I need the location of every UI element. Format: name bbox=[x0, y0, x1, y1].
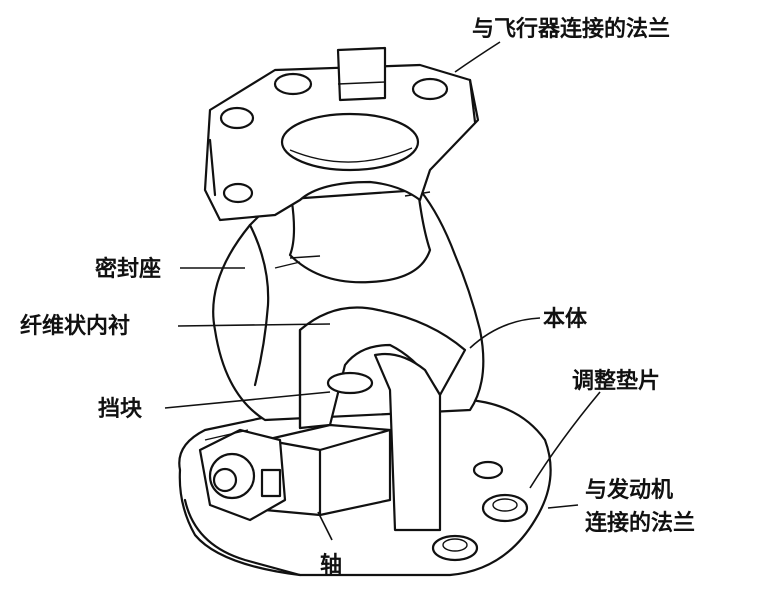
label-seal-seat: 密封座 bbox=[95, 256, 161, 282]
leader-engine-flange bbox=[547, 504, 579, 509]
bolt-hole bbox=[411, 77, 449, 101]
label-aircraft-flange: 与飞行器连接的法兰 bbox=[472, 16, 670, 42]
label-shim: 调整垫片 bbox=[572, 368, 660, 394]
bolt-hole bbox=[472, 460, 504, 480]
top-bore bbox=[280, 112, 420, 172]
label-shaft: 轴 bbox=[320, 552, 342, 578]
leader-stop-block bbox=[164, 391, 331, 409]
key-block bbox=[336, 46, 387, 102]
label-engine-flange-line2: 连接的法兰 bbox=[585, 510, 695, 536]
leader-aircraft-flange bbox=[454, 41, 501, 73]
bolt-hole bbox=[222, 182, 254, 204]
leader-body bbox=[469, 317, 541, 349]
shaft-assembly bbox=[198, 423, 392, 522]
leader-lines bbox=[164, 41, 601, 541]
aircraft-flange bbox=[203, 46, 480, 222]
seal-seat bbox=[248, 223, 301, 387]
bolt-hole bbox=[273, 72, 313, 96]
labels: 与飞行器连接的法兰 密封座 纤维状内衬 本体 挡块 调整垫片 与发动机 连接的法… bbox=[20, 16, 695, 578]
lock-tab bbox=[260, 468, 282, 498]
label-stop-block: 挡块 bbox=[98, 397, 143, 422]
leader-fiber-liner bbox=[177, 323, 331, 327]
bolt-hole bbox=[481, 493, 529, 523]
stop-block-disc bbox=[326, 371, 374, 395]
bolt-hole bbox=[219, 106, 255, 130]
leader-shim bbox=[529, 391, 601, 489]
label-fiber-liner: 纤维状内衬 bbox=[20, 313, 130, 339]
fork bbox=[298, 306, 467, 532]
label-engine-flange-line1: 与发动机 bbox=[585, 477, 673, 503]
label-body: 本体 bbox=[543, 307, 588, 332]
leader-shaft bbox=[317, 511, 333, 541]
